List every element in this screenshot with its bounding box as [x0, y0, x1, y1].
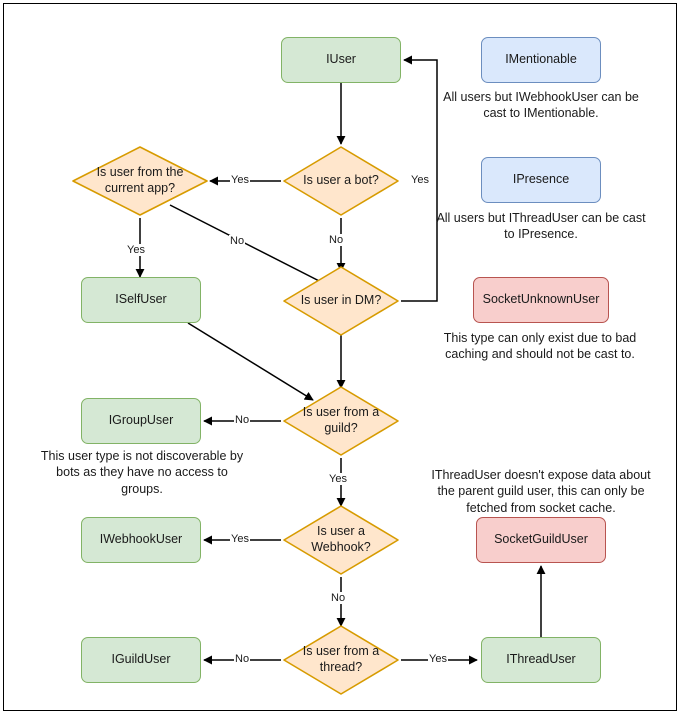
diamond-shape: [72, 146, 208, 216]
node-iwebhookuser-label: IWebhookUser: [99, 532, 183, 547]
node-is-user-a-bot[interactable]: Is user a bot?: [281, 144, 401, 218]
edge-label-webhook-no: No: [330, 592, 347, 605]
diamond-shape: [283, 266, 399, 336]
node-is-user-from-current-app-label: Is user from the current app?: [96, 165, 184, 195]
node-iuser-label: IUser: [326, 52, 356, 67]
node-socketunknownuser-label: SocketUnknownUser: [482, 292, 600, 307]
node-iguilduser[interactable]: IGuildUser: [81, 637, 201, 683]
note-igroupuser: This user type is not discoverable by bo…: [40, 449, 244, 496]
edge-label-app-yes: Yes: [126, 244, 146, 257]
node-iguilduser-label: IGuildUser: [111, 652, 171, 667]
diamond-shape: [283, 505, 399, 575]
node-is-user-from-thread[interactable]: Is user from a thread?: [281, 623, 401, 697]
node-iuser[interactable]: IUser: [281, 37, 401, 83]
edge-label-app-no: No: [229, 235, 246, 248]
edge-label-thread-no: No: [234, 653, 251, 666]
node-ithreaduser[interactable]: IThreadUser: [481, 637, 601, 683]
edge-label-guild-no: No: [234, 414, 251, 427]
node-iselfuser[interactable]: ISelfUser: [81, 277, 201, 323]
edge-label-guild-yes: Yes: [328, 473, 348, 486]
node-is-user-from-thread-label: Is user from a thread?: [302, 644, 380, 674]
node-ipresence-label: IPresence: [512, 172, 570, 187]
edge-label-dm-yes: Yes: [410, 174, 430, 187]
node-igroupuser-label: IGroupUser: [108, 413, 174, 428]
node-is-user-a-webhook-label: Is user a Webhook?: [311, 524, 371, 554]
note-ipresence: All users but IThreadUser can be cast to…: [436, 211, 646, 242]
node-iselfuser-label: ISelfUser: [115, 292, 167, 307]
diamond-shape: [283, 146, 399, 216]
edge-label-thread-yes: Yes: [428, 653, 448, 666]
node-ithreaduser-label: IThreadUser: [506, 652, 576, 667]
node-imentionable[interactable]: IMentionable: [481, 37, 601, 83]
diamond-shape: [283, 625, 399, 695]
node-socketunknownuser[interactable]: SocketUnknownUser: [473, 277, 609, 323]
edge-label-bot-yes: Yes: [230, 174, 250, 187]
note-imentionable: All users but IWebhookUser can be cast t…: [443, 90, 639, 121]
node-is-user-in-dm-label: Is user in DM?: [300, 293, 382, 308]
node-imentionable-label: IMentionable: [505, 52, 577, 67]
node-is-user-from-guild-label: Is user from a guild?: [302, 405, 380, 435]
node-iwebhookuser[interactable]: IWebhookUser: [81, 517, 201, 563]
node-is-user-from-current-app[interactable]: Is user from the current app?: [70, 144, 210, 218]
node-is-user-in-dm[interactable]: Is user in DM?: [281, 264, 401, 338]
edge-label-bot-no: No: [328, 234, 345, 247]
node-igroupuser[interactable]: IGroupUser: [81, 398, 201, 444]
node-ipresence[interactable]: IPresence: [481, 157, 601, 203]
note-socketunknownuser: This type can only exist due to bad cach…: [443, 331, 637, 362]
node-is-user-a-bot-label: Is user a bot?: [303, 173, 379, 188]
diamond-shape: [283, 386, 399, 456]
node-socketguilduser[interactable]: SocketGuildUser: [476, 517, 606, 563]
node-socketguilduser-label: SocketGuildUser: [494, 532, 588, 547]
node-is-user-a-webhook[interactable]: Is user a Webhook?: [281, 503, 401, 577]
edge-label-webhook-yes: Yes: [230, 533, 250, 546]
node-is-user-from-guild[interactable]: Is user from a guild?: [281, 384, 401, 458]
note-ithreaduser: IThreadUser doesn't expose data about th…: [431, 468, 651, 515]
